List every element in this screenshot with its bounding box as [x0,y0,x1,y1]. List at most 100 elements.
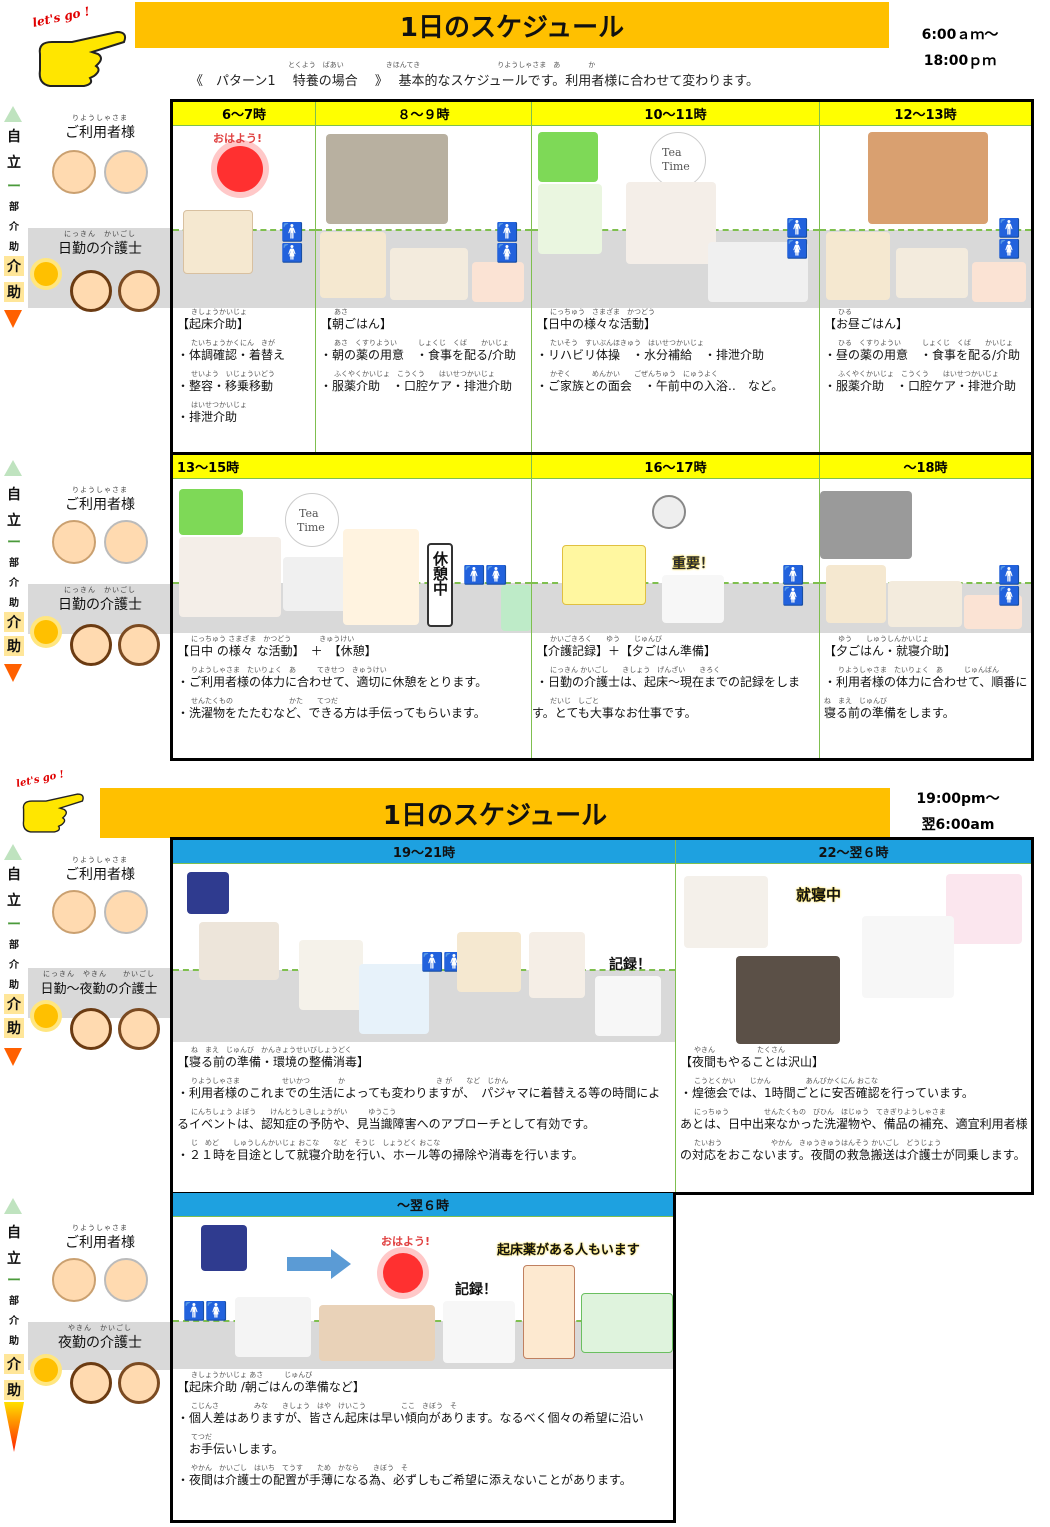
kiroku-stamp: 記録！ [609,957,651,973]
sun-ohayo-icon [217,146,263,192]
female-caregiver-icon [118,270,160,312]
arrow-down-icon [4,1048,22,1066]
female-caregiver-icon [118,1362,160,1404]
user-label: りようしゃさまご利用者様 [30,856,170,884]
cleaning-illustration [359,964,429,1034]
arrow-down-icon [4,310,22,328]
elderly-couple-illustration [472,262,524,302]
meal-table-illustration [390,248,468,300]
label-jo: 助 [9,598,19,609]
moon-stars-icon [187,872,229,914]
user-label: りようしゃさまご利用者様 [30,486,170,514]
line-ruby: だいじ しごと [550,697,599,705]
label-kai: 介 [9,222,19,233]
line-text: ・体調確認・着替え [177,348,286,362]
restroom-icon: 🚹🚺 [183,1301,228,1322]
elderly-couple-illustration [972,262,1026,302]
line-text: ・個人差はありますが、皆さん起床は早い傾向があります。なるべく個々の希望に沿い [177,1411,644,1425]
line-ruby: たいちょうかくにん きが [191,339,275,347]
time-range-start: 19:00pm～ [916,791,1000,807]
label-ji: 自 [7,1225,21,1241]
elderly-man-icon [52,1258,96,1302]
arrow-up-icon [4,106,22,122]
male-caregiver-icon [70,270,112,312]
slot-title: 【朝ごはん】 [320,317,393,331]
elderly-man-icon [52,520,96,564]
family-visit-illustration [626,182,716,264]
staff-text: 夜勤の介護士 [58,1335,142,1351]
slot-08-09: ８～９時 🚹🚺 あさ 【朝ごはん】 あさ くすりようい しょくじ くば かいじょ… [316,102,532,452]
slot-desc: にっちゅう さまざま かつどう 【日中の様々な活動】 たいそう すいぶんほきゅう… [536,308,815,401]
label-kaijo-1: 介 [4,612,24,632]
label-ritsu: 立 [7,893,21,909]
slot-desc: ひる 【お昼ごはん】 ひる くすりようい しょくじ くば かいじょ ・昼の薬の用… [824,308,1027,401]
walking-assist-illustration [299,940,363,1010]
meal-assist-illustration [826,565,886,623]
label-kaijo-2: 助 [4,282,24,302]
side-legend-2: 自 立 ー 部 介 助 介 助 りようしゃさまご利用者様 にっきん かいごし日勤… [0,456,170,756]
elderly-woman-icon [104,1258,148,1302]
male-caregiver-icon [70,624,112,666]
line-ruby: こじんさ みな きしょう はや けいこう ここ きぼう そ [191,1402,457,1410]
elderly-man-icon [52,890,96,934]
record-writing-illustration [595,976,661,1036]
title-ruby: きしょうかいじょ あさ じゅんび [191,1371,313,1379]
meal-assist-illustration [320,232,386,298]
line-ruby: やかん かいごし はいち てうす ため かなら きぼう そ [191,1464,408,1472]
side-legend-1: 自 立 ー 部 介 助 介 助 りようしゃさまご利用者様 にっきん かいごし日勤… [0,100,170,446]
line-ruby: はいせつかいじょ [191,401,247,409]
label-ji: 自 [7,129,21,145]
lets-go-pointer: let's go ! [10,769,100,840]
arrow-up-icon [4,460,22,476]
sun-icon [34,262,58,286]
label-kai: 介 [9,960,19,971]
time-range-start: 6:00ａｍ～ [921,27,999,43]
line-ruby: りようしゃさま たいりょく あ じゅんばん [838,666,999,674]
line-text: ・日勤の介護士は、起床～現在までの記録をしま [536,675,801,689]
staff-text: 日勤～夜勤の介護士 [40,982,158,997]
sun-icon [34,620,58,644]
medicine-packets-illustration [581,1293,673,1353]
staff-label: にっきん やきん かいごし日勤～夜勤の介護士 [28,970,170,997]
elderly-woman-icon [104,520,148,564]
dash-line [316,229,531,231]
staff-label: にっきん かいごし日勤の介護士 [30,230,170,258]
dinner-photo [820,491,912,559]
ohayo-stamp: おはよう! [213,132,263,145]
rice-cooker-illustration [235,1297,311,1357]
lets-go-pointer: let's go ! [22,4,132,96]
slot-time: 19～21時 [173,840,675,864]
label-ji: 自 [7,867,21,883]
bathing-illustration [708,242,808,302]
title-ruby: ね まえ じゅんび かんきょうせいびしょうどく [191,1046,352,1054]
female-caregiver-icon [118,1008,160,1050]
line-text: ・ご家族との面会 ・午前中の入浴‥ など。 [536,379,784,393]
schedule-title-banner: 1日のスケジュール [135,2,889,48]
line-ruby: ふくやくかいじょ こうくう はいせつかいじょ [334,370,495,378]
line-text: ・煌徳会では、1時間ごとに安否確認を行っています。 [680,1086,974,1100]
tea-time-icon [285,493,339,547]
breakfast-tray-photo [326,134,448,224]
label-kaijo-2: 助 [4,636,24,656]
bed-assist-illustration [529,932,585,998]
side-legend-3: 自 立 ー 部 介 助 介 助 りようしゃさまご利用者様 にっきん やきん かい… [0,838,170,1088]
label-ritsu: 立 [7,155,21,171]
slot-desc: かいごきろく ゆう じゅんび 【介護記録】＋【夕ごはん準備】 にっきん かいごし… [532,635,815,728]
line-ruby: じ めど しゅうしんかいじょ おこな など そうじ しょうどく おこな [191,1139,441,1147]
moon-stars-icon [201,1225,247,1271]
line-text: す。とても大事なお仕事です。 [532,706,697,720]
slot-13-15: 13～15時 Tea Time 休憩中 🚹🚺 にっちゅう さまざま かつどう き… [173,455,532,758]
exercise-illustration [538,184,602,254]
title-ruby: やきん たくさん [694,1046,785,1054]
slot-title: 【寝る前の準備・環境の整備消毒】 [177,1055,370,1069]
resting-dog-illustration [343,529,419,625]
time-text: Time [297,521,325,534]
restroom-icon: 🚹🚺 [782,565,805,607]
elderly-couple-illustration [964,595,1022,629]
pointing-hand-icon [38,30,127,87]
line-text: あとは、日中出来なかった洗濯物や、備品の補充、適宜利用者様 [680,1117,1028,1131]
sun-icon [34,1358,58,1382]
male-caregiver-icon [70,1362,112,1404]
female-caregiver-icon [118,624,160,666]
label-kaijo-1: 介 [4,256,24,276]
